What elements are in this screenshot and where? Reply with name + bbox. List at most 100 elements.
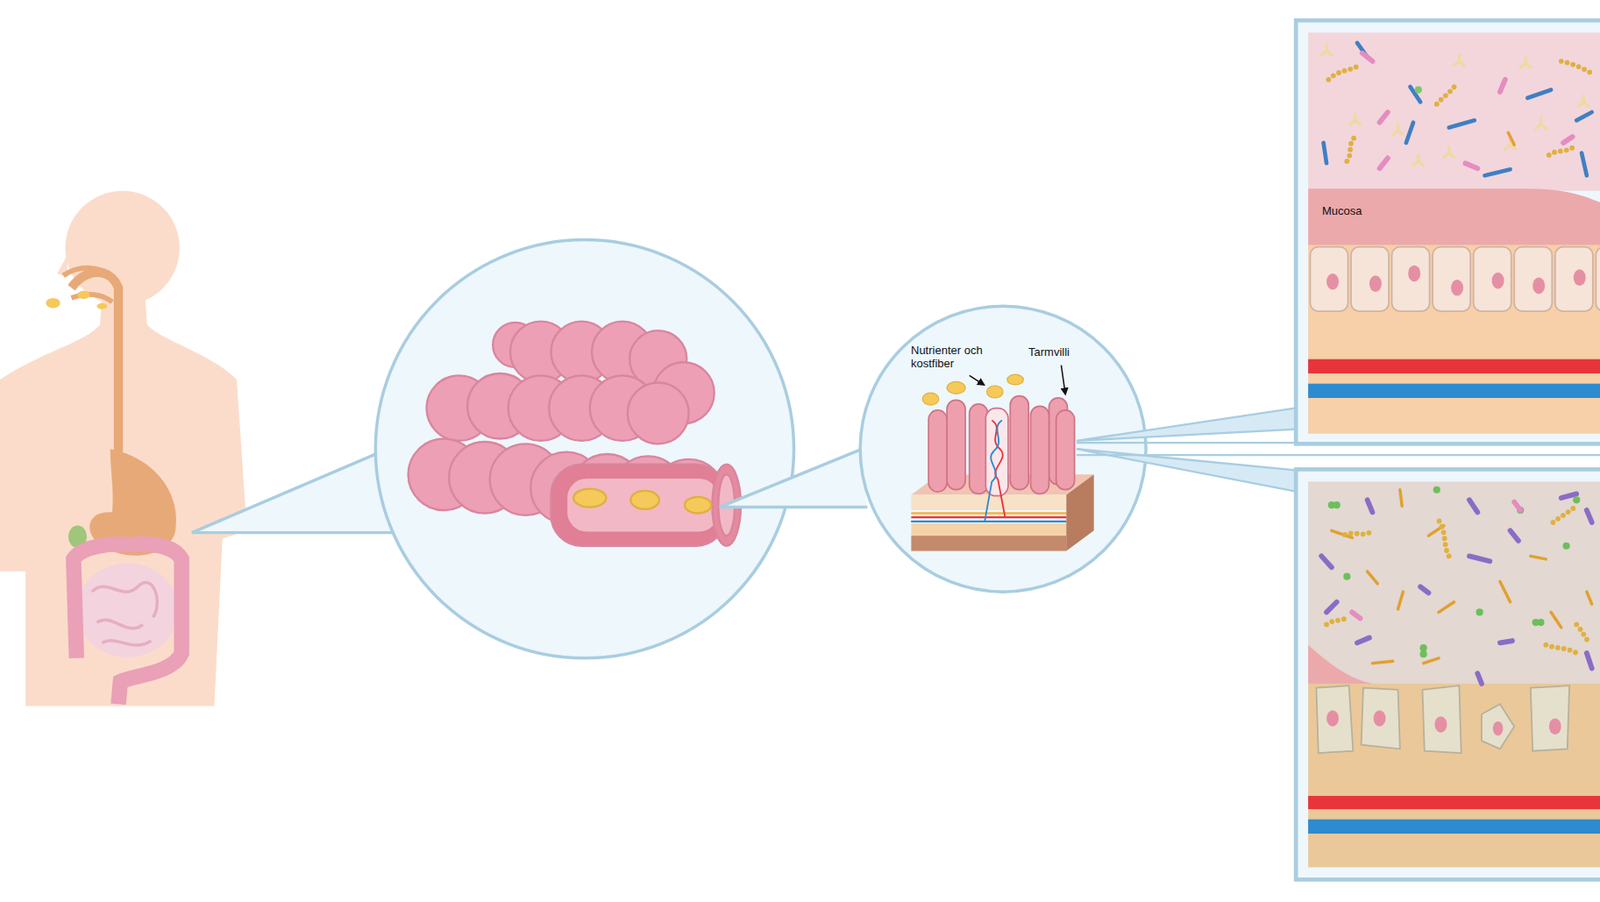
digestive-tract xyxy=(92,583,158,646)
dysbiosis-panel xyxy=(1552,508,1573,523)
digestive-tract xyxy=(63,268,114,278)
healthy-gut-panel xyxy=(1500,79,1506,93)
dysbiosis-panel xyxy=(1351,611,1360,619)
colon-illustration xyxy=(630,490,660,510)
healthy-gut-panel xyxy=(1350,113,1361,125)
villi-block xyxy=(1009,396,1029,491)
dysbiosis-panel xyxy=(1469,499,1478,512)
digestive-tract xyxy=(76,563,178,658)
healthy-gut-panel xyxy=(1450,279,1464,297)
healthy-gut-panel xyxy=(1464,163,1478,169)
healthy-gut-panel xyxy=(1326,265,1586,297)
dysbiosis-panel xyxy=(1536,618,1544,626)
colon-illustration xyxy=(627,383,690,445)
dysbiosis-panel xyxy=(1530,555,1546,559)
dysbiosis-panel xyxy=(1343,573,1351,581)
node-text: Mucosa xyxy=(1322,205,1363,219)
villi-block xyxy=(910,512,1067,514)
dysbiosis-panel xyxy=(1438,602,1454,613)
nutrient-pieces xyxy=(1007,374,1024,385)
zoom-callout xyxy=(192,448,388,533)
dysbiosis-panel xyxy=(1586,510,1593,523)
dysbiosis-panel xyxy=(1328,486,1580,659)
healthy-gut-panel xyxy=(1309,247,1348,312)
dysbiosis-panel xyxy=(1315,685,1353,754)
healthy-gut-panel xyxy=(1321,44,1332,56)
healthy-gut-panel xyxy=(1536,118,1547,129)
food-pieces xyxy=(45,291,107,310)
dysbiosis-panel xyxy=(1500,640,1513,643)
dysbiosis-panel xyxy=(1514,502,1521,511)
dysbiosis-panel xyxy=(1308,683,1600,868)
food-pieces xyxy=(45,298,60,309)
dysbiosis-panel xyxy=(1438,520,1450,557)
dysbiosis-panel xyxy=(1493,721,1504,736)
healthy-gut-panel xyxy=(1492,272,1505,290)
villi-block xyxy=(928,410,947,492)
dysbiosis-panel xyxy=(1308,819,1600,834)
dysbiosis-panel xyxy=(1321,493,1592,684)
dysbiosis-panel xyxy=(1510,530,1519,541)
healthy-gut-panel xyxy=(1507,132,1515,145)
nutrient-label-box: Nutrienter och kostfiber xyxy=(910,344,999,370)
dysbiosis-panel xyxy=(1476,608,1484,616)
zoom-callout xyxy=(375,240,794,659)
body-silhouette xyxy=(0,291,248,707)
dysbiosis-panel xyxy=(1326,616,1350,625)
healthy-gut-panel xyxy=(1578,95,1590,107)
healthy-gut-panel xyxy=(1527,89,1551,98)
healthy-gut-panel xyxy=(1454,55,1465,66)
dysbiosis-panel xyxy=(1326,508,1588,654)
dysbiosis-panel xyxy=(1469,555,1490,562)
colon-illustration xyxy=(684,497,712,514)
healthy-gut-panel xyxy=(1408,265,1421,283)
zoom-callout xyxy=(192,531,393,534)
healthy-gut-panel xyxy=(1308,188,1600,247)
colon-illustration xyxy=(566,477,720,534)
mucosa-band: Mucosa xyxy=(1318,203,1366,221)
leader-arrow xyxy=(969,365,1066,395)
healthy-gut-panel xyxy=(1379,112,1388,123)
villi-block xyxy=(1056,410,1075,491)
leader-arrow xyxy=(969,375,984,384)
dysbiosis-panel xyxy=(1420,644,1428,652)
villi-block xyxy=(910,523,1067,536)
healthy-gut-panel xyxy=(1595,247,1600,312)
healthy-gut-panel xyxy=(1326,273,1339,291)
villi-block xyxy=(1031,405,1050,494)
healthy-gut-panel xyxy=(1581,153,1587,177)
zoom-callout xyxy=(860,305,1146,592)
digestive-tract xyxy=(71,272,119,460)
colon-illustration xyxy=(573,489,606,508)
food-pieces xyxy=(77,291,90,299)
zoom-callout xyxy=(1076,405,1309,441)
zoom-callout xyxy=(192,240,795,659)
healthy-gut-panel xyxy=(1321,44,1589,165)
dysbiosis-panel xyxy=(1351,502,1521,619)
dysbiosis-panel xyxy=(1477,673,1482,684)
dysbiosis-panel xyxy=(1308,481,1600,686)
healthy-gut-panel xyxy=(1436,85,1456,105)
dysbiosis-panel xyxy=(1481,704,1515,749)
dysbiosis-panel xyxy=(1308,796,1600,810)
healthy-gut-panel xyxy=(1328,61,1592,162)
healthy-gut-panel xyxy=(1413,155,1424,166)
dysbiosis-panel xyxy=(1326,602,1337,613)
healthy-gut-panel xyxy=(1563,136,1572,143)
dysbiosis-panel xyxy=(1586,591,1593,605)
dysbiosis-panel xyxy=(1326,710,1562,736)
healthy-gut-panel xyxy=(1561,61,1593,74)
nutrient-pieces xyxy=(922,392,939,406)
dysbiosis-panel xyxy=(1545,645,1577,654)
healthy-gut-panel xyxy=(1443,147,1455,158)
colon-illustration xyxy=(408,321,741,547)
leader-arrow xyxy=(1060,365,1066,395)
dysbiosis-panel xyxy=(1308,645,1373,684)
dysbiosis-panel xyxy=(1549,718,1562,735)
colon-illustration xyxy=(551,464,727,547)
healthy-gut-panel xyxy=(1484,169,1510,176)
zoom-callout xyxy=(719,505,868,509)
dysbiosis-panel xyxy=(1563,542,1571,550)
healthy-gut-panel xyxy=(1351,247,1389,312)
